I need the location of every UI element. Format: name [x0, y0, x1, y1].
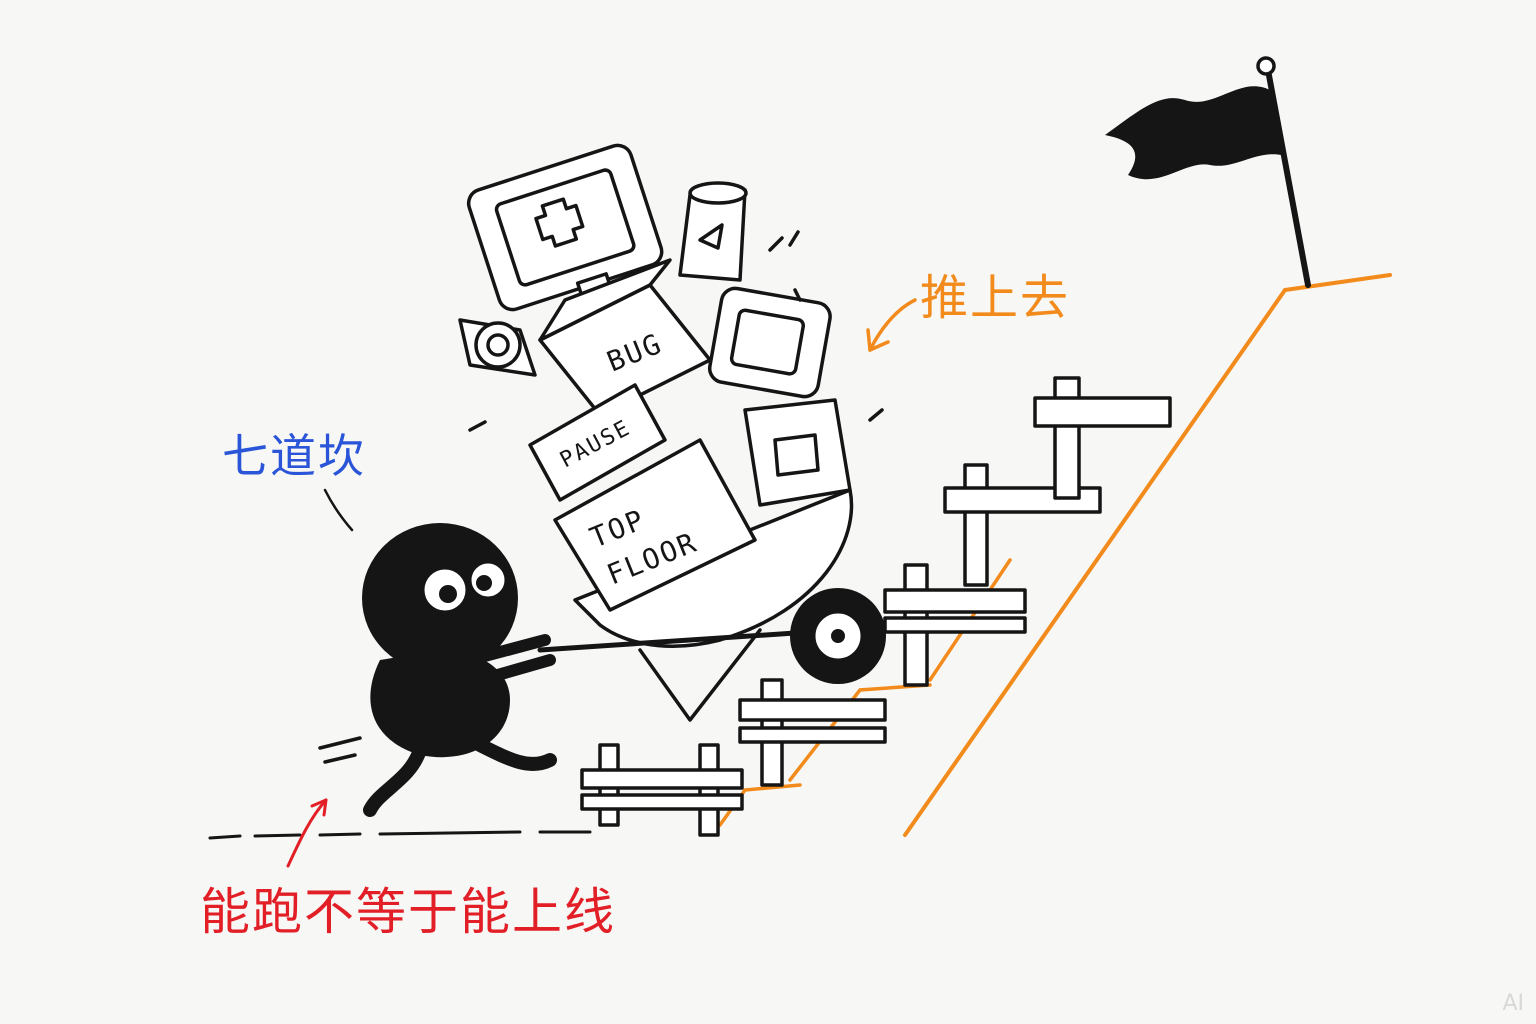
fence-2 — [738, 678, 887, 787]
tube-icon — [458, 318, 537, 377]
fence-5 — [1033, 376, 1172, 500]
fence-1 — [580, 743, 744, 837]
can-icon — [678, 181, 748, 282]
red-arrow-icon — [286, 798, 328, 868]
robot-icon — [707, 286, 832, 399]
push-up-label: 推上去 — [920, 270, 1071, 326]
hurdle-pointer-icon — [323, 488, 354, 532]
runs-not-launch-label: 能跑不等于能上线 — [200, 883, 616, 941]
cube-box — [743, 398, 852, 507]
character-blob — [318, 523, 557, 817]
top-floor-box: TOP FLOOR — [553, 438, 757, 612]
pause-box: PAUSE — [528, 383, 667, 502]
ground-line — [208, 830, 592, 840]
seven-hurdles-label: 七道坎 — [222, 429, 366, 483]
wheelbarrow — [537, 488, 886, 722]
push-arrow-icon — [868, 298, 917, 352]
watermark: AI — [1502, 991, 1524, 1016]
monitor-icon — [466, 143, 664, 312]
bug-box: BUG — [538, 258, 712, 417]
fence-3 — [883, 563, 1027, 687]
flag-icon — [1105, 56, 1311, 288]
motion-sparks — [468, 230, 884, 432]
